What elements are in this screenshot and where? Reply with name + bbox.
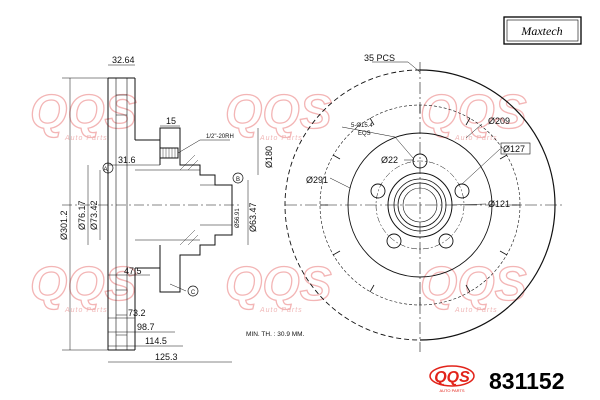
- watermark-logo: QQS: [225, 86, 332, 139]
- ref-c: C: [191, 290, 196, 296]
- watermark-subtext: Auto Parts: [259, 307, 303, 314]
- part-number: 831152: [489, 368, 564, 394]
- side-view-labels: 32.64 15 1/2"-20RH 31.6 47.5 73.2 98.7 1…: [59, 55, 305, 362]
- footer: QQS AUTO PARTS 831152: [429, 365, 564, 394]
- watermark-subtext: Auto Parts: [454, 307, 498, 314]
- brand-name: Maxtech: [520, 24, 562, 38]
- watermark-logo: QQS: [420, 86, 527, 139]
- watermark-logo: QQS: [30, 258, 137, 311]
- ref-b: B: [236, 177, 240, 183]
- dim-thread: 1/2"-20RH: [206, 134, 234, 140]
- front-view: [284, 61, 565, 352]
- watermark-subtext: Auto Parts: [64, 135, 108, 142]
- dim-114: 114.5: [145, 336, 167, 346]
- qqs-logo-text: QQS: [434, 369, 470, 386]
- brand-logo: Maxtech: [503, 16, 582, 45]
- side-view: [62, 64, 259, 363]
- watermark-logo: QQS: [225, 258, 332, 311]
- dim-dia-209: Ø209: [488, 116, 510, 126]
- dim-flange: 15: [166, 116, 176, 126]
- watermark-subtext: Auto Parts: [259, 135, 303, 142]
- watermark-subtext: Auto Parts: [454, 135, 498, 142]
- dim-holes: 5-Ø15.4: [351, 123, 373, 129]
- qqs-logo-subtext: AUTO PARTS: [439, 388, 464, 393]
- dim-73: 73.2: [128, 308, 146, 318]
- dim-47: 47.5: [124, 266, 142, 276]
- qqs-logo-icon: [429, 365, 475, 387]
- watermark: QQS QQS QQS QQS QQS QQS Auto Parts Auto …: [29, 85, 527, 314]
- dim-98: 98.7: [137, 322, 155, 332]
- dim-outer-dia: Ø301.2: [59, 210, 69, 240]
- dim-dia-56: Ø56.91: [235, 208, 241, 228]
- front-view-labels: 35 PCS 5-Ø15.4 EQS Ø209 Ø127 Ø22 Ø291 Ø1…: [306, 53, 525, 209]
- dim-dia-63: Ø63.47: [248, 202, 258, 232]
- dim-eqs: EQS: [358, 131, 371, 137]
- watermark-logo: QQS: [420, 258, 527, 311]
- min-thickness: MIN. TH. : 30.9 MM.: [246, 331, 305, 338]
- dim-dia-76: Ø76.17: [77, 200, 87, 230]
- dim-dia-180: Ø180: [264, 146, 274, 168]
- watermark-logo: QQS: [30, 86, 137, 139]
- dim-top-width: 32.64: [112, 55, 135, 65]
- dim-dia-121: Ø121: [488, 199, 510, 209]
- dim-pcs: 35 PCS: [364, 53, 395, 63]
- dim-dia-127: Ø127: [503, 144, 525, 154]
- dim-125: 125.3: [155, 352, 178, 362]
- dim-dia-22: Ø22: [381, 155, 398, 165]
- dim-hub-step: 31.6: [118, 155, 136, 165]
- ref-a: A: [103, 167, 107, 173]
- dim-dia-73: Ø73.42: [89, 200, 99, 230]
- dim-dia-291: Ø291: [306, 175, 328, 185]
- watermark-subtext: Auto Parts: [64, 307, 108, 314]
